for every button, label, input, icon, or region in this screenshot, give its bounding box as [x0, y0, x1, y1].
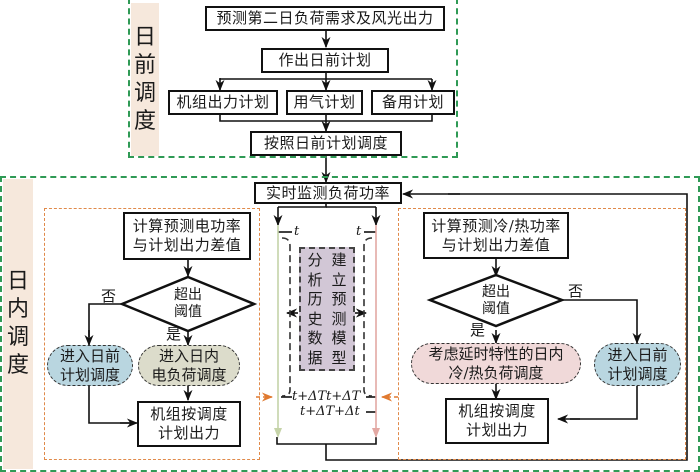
electric-day-ahead-pill: 进入日前 计划调度: [47, 345, 133, 386]
time-t-right: t: [356, 224, 362, 239]
gas-plan-box: 用气计划: [286, 90, 363, 115]
electric-subregion: [44, 208, 260, 460]
make-day-ahead-plan-box: 作出日前计划: [261, 48, 389, 73]
analyze-history-column: 分 析 历 史 数 据: [307, 251, 323, 367]
day-ahead-label: 日 前 调 度: [131, 3, 159, 156]
dispatch-by-plan-box: 按照日前计划调度: [250, 131, 402, 156]
time-t-plus-dT-plus-dt: t+ΔT+Δt: [300, 404, 360, 419]
time-t-left: t: [294, 224, 300, 239]
forecast-box: 预测第二日负荷需求及风光出力: [205, 6, 445, 31]
thermal-decision: 超出 阈值: [482, 284, 510, 317]
day-ahead-region-border: [128, 0, 458, 158]
thermal-subregion: [398, 208, 686, 460]
electric-decision: 超出 阈值: [174, 287, 202, 320]
thermal-calc-box: 计算预测冷/热功率 与计划出力差值: [423, 212, 569, 259]
electric-no-label: 否: [101, 287, 117, 305]
realtime-monitor-box: 实时监测负荷功率: [254, 182, 402, 204]
thermal-no-label: 否: [568, 282, 584, 300]
thermal-yes-label: 是: [470, 321, 486, 339]
intraday-label: 日 内 调 度: [3, 179, 33, 469]
thermal-day-ahead-pill: 进入日前 计划调度: [594, 343, 681, 386]
forecast-model-box: [299, 247, 355, 371]
thermal-output-box: 机组按调度 计划出力: [445, 398, 549, 444]
electric-output-box: 机组按调度 计划出力: [137, 401, 241, 447]
electric-intraday-pill: 进入日内 电负荷调度: [138, 345, 240, 386]
electric-calc-box: 计算预测电功率 与计划出力差值: [123, 212, 251, 260]
electric-yes-label: 是: [166, 325, 182, 343]
unit-output-plan-box: 机组出力计划: [168, 90, 278, 115]
thermal-intraday-pill: 考虑延时特性的日内 冷/热负荷调度: [411, 343, 581, 384]
intraday-region: [0, 176, 700, 472]
build-model-column: 建 立 预 测 模 型: [331, 251, 347, 367]
time-t-plus-dT: t+ΔTt+ΔT: [292, 389, 361, 404]
reserve-plan-box: 备用计划: [371, 90, 455, 115]
